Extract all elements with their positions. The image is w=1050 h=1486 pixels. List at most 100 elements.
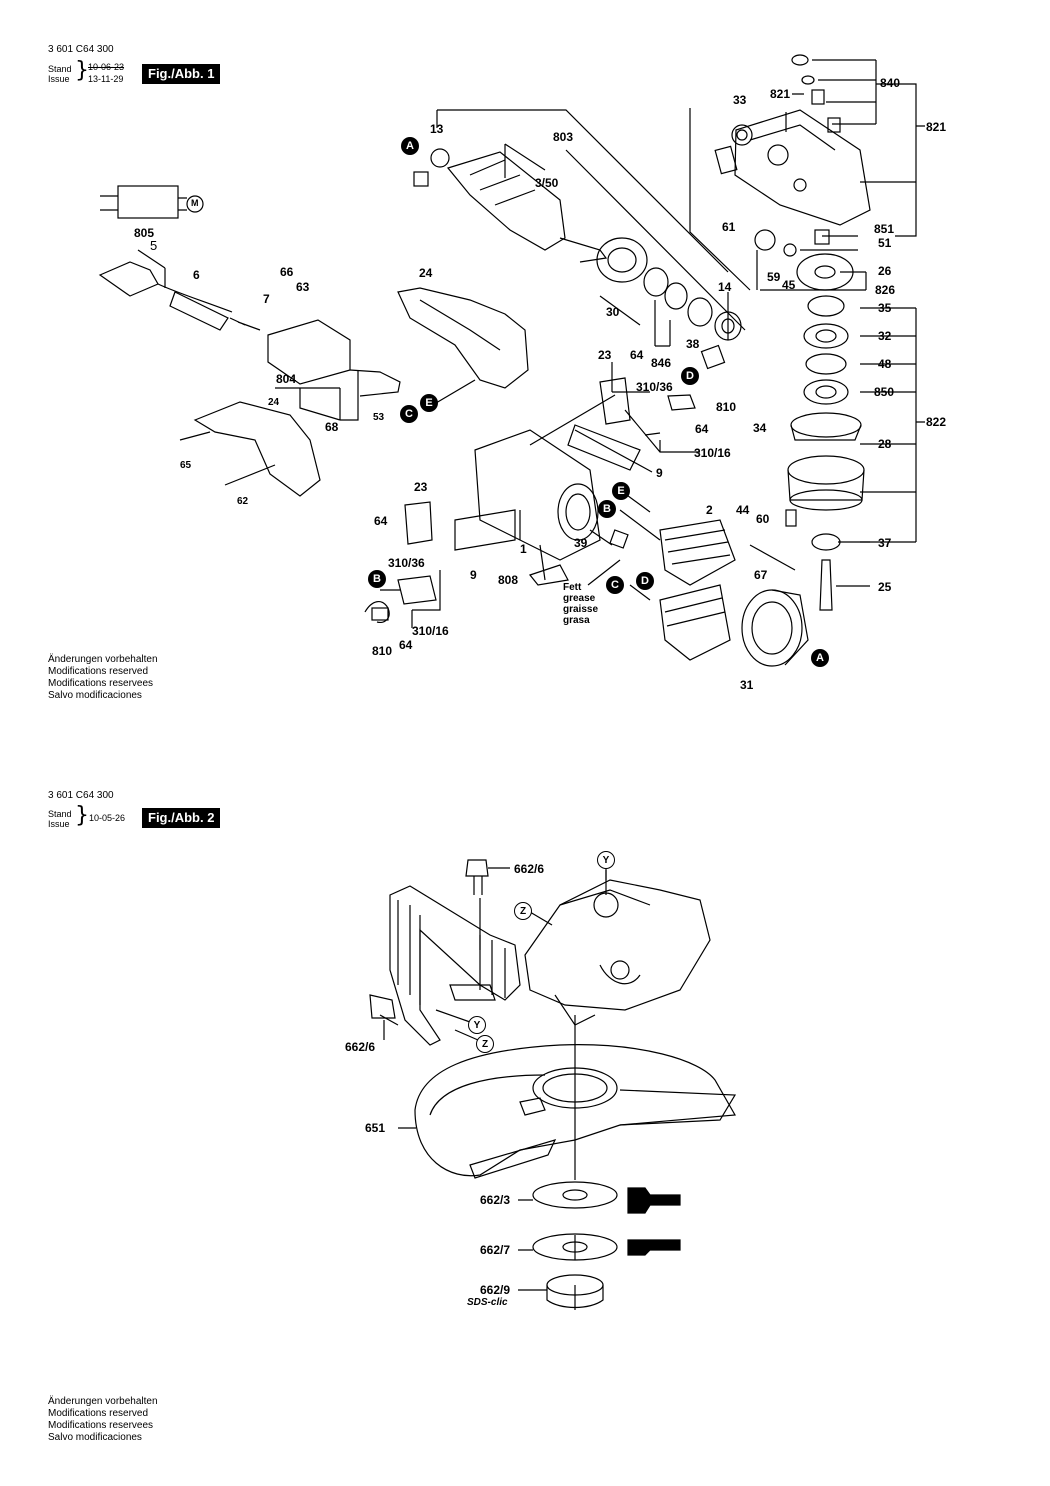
label-45: 45 bbox=[782, 278, 796, 292]
label-310-16-lower: 310/16 bbox=[412, 624, 449, 638]
label-821-right: 821 bbox=[926, 120, 947, 134]
label-2: 2 bbox=[706, 503, 713, 517]
note-en: Modifications reserved bbox=[48, 666, 149, 677]
marker-c-right: C bbox=[606, 576, 624, 594]
label-31: 31 bbox=[740, 678, 754, 692]
part-number-fig1: 3 601 C64 300 bbox=[48, 44, 114, 55]
issue-label-fig1: Issue bbox=[48, 74, 70, 84]
marker-z-upper: Z bbox=[514, 902, 532, 920]
label-9-upper: 9 bbox=[656, 466, 663, 480]
label-5: 5 bbox=[150, 238, 158, 253]
label-51: 51 bbox=[878, 236, 892, 250]
label-662-6-lower: 662/6 bbox=[345, 1040, 376, 1054]
label-804: 804 bbox=[276, 372, 297, 386]
label-60: 60 bbox=[756, 512, 770, 526]
label-64-a: 64 bbox=[630, 348, 644, 362]
label-662-7: 662/7 bbox=[480, 1243, 511, 1257]
label-sds-clic: SDS-clic bbox=[467, 1297, 508, 1308]
label-64-d: 64 bbox=[399, 638, 413, 652]
label-3-50: 3/50 bbox=[535, 176, 559, 190]
label-662-9: 662/9 bbox=[480, 1283, 511, 1297]
label-651: 651 bbox=[365, 1121, 386, 1135]
disclaimer-fig2: Änderungen vorbehalten Modifications res… bbox=[48, 1396, 158, 1444]
label-310-16-upper: 310/16 bbox=[694, 446, 731, 460]
label-28: 28 bbox=[878, 437, 892, 451]
label-23-upper: 23 bbox=[598, 348, 612, 362]
stand-date-fig1: 10-06-23 bbox=[88, 62, 125, 72]
label-65: 65 bbox=[180, 460, 192, 471]
label-850: 850 bbox=[874, 385, 895, 399]
marker-e-right: E bbox=[612, 482, 630, 500]
label-67: 67 bbox=[754, 568, 768, 582]
label-310-36-upper: 310/36 bbox=[636, 380, 673, 394]
label-39: 39 bbox=[574, 536, 588, 550]
note-fr-2: Modifications reservees bbox=[48, 1420, 154, 1431]
brace-fig1: } bbox=[75, 58, 89, 83]
marker-y-lower: Y bbox=[468, 1016, 486, 1034]
grease-de: Fett bbox=[563, 582, 582, 593]
marker-y-upper: Y bbox=[597, 851, 615, 869]
grease-note: Fett grease graisse grasa bbox=[563, 582, 598, 626]
note-fr: Modifications reservees bbox=[48, 678, 154, 689]
marker-z-lower: Z bbox=[476, 1035, 494, 1053]
label-9-lower: 9 bbox=[470, 568, 477, 582]
figure-badge-1: Fig./Abb. 1 bbox=[142, 64, 221, 84]
motor-symbol: M bbox=[191, 198, 199, 208]
note-de-2: Änderungen vorbehalten bbox=[48, 1396, 158, 1407]
grease-en: grease bbox=[563, 593, 596, 604]
label-53: 53 bbox=[373, 412, 385, 423]
label-826: 826 bbox=[875, 283, 896, 297]
note-en-2: Modifications reserved bbox=[48, 1408, 149, 1419]
label-32: 32 bbox=[878, 329, 892, 343]
label-68: 68 bbox=[325, 420, 339, 434]
stand-label-fig1: Stand bbox=[48, 64, 72, 74]
label-23-lower: 23 bbox=[414, 480, 428, 494]
marker-b-upper: B bbox=[598, 500, 616, 518]
label-6: 6 bbox=[193, 268, 200, 282]
label-24-lower: 24 bbox=[268, 397, 280, 408]
marker-a-lower: A bbox=[811, 649, 829, 667]
disclaimer-fig1: Änderungen vorbehalten Modifications res… bbox=[48, 654, 158, 702]
label-61: 61 bbox=[722, 220, 736, 234]
label-33: 33 bbox=[733, 93, 747, 107]
note-de: Änderungen vorbehalten bbox=[48, 654, 158, 665]
label-37: 37 bbox=[878, 536, 892, 550]
label-26: 26 bbox=[878, 264, 892, 278]
marker-d-upper: D bbox=[681, 367, 699, 385]
label-62: 62 bbox=[237, 496, 249, 507]
marker-c-left: C bbox=[400, 405, 418, 423]
label-7: 7 bbox=[263, 292, 270, 306]
label-662-3: 662/3 bbox=[480, 1193, 511, 1207]
label-310-36-lower: 310/36 bbox=[388, 556, 425, 570]
brace-fig2: } bbox=[75, 803, 89, 828]
marker-d-lower: D bbox=[636, 572, 654, 590]
label-805: 805 bbox=[134, 226, 155, 240]
label-1: 1 bbox=[520, 542, 527, 556]
label-35: 35 bbox=[878, 301, 892, 315]
label-821-top: 821 bbox=[770, 87, 791, 101]
figure-badge-2: Fig./Abb. 2 bbox=[142, 808, 221, 828]
label-66: 66 bbox=[280, 265, 294, 279]
label-64-c: 64 bbox=[374, 514, 388, 528]
issue-date-fig1: 13-11-29 bbox=[88, 74, 124, 84]
label-25: 25 bbox=[878, 580, 892, 594]
label-64-b: 64 bbox=[695, 422, 709, 436]
stand-label-fig2: Stand bbox=[48, 809, 72, 819]
label-14: 14 bbox=[718, 280, 732, 294]
label-38: 38 bbox=[686, 337, 700, 351]
note-es-2: Salvo modificaciones bbox=[48, 1432, 142, 1443]
label-810-upper: 810 bbox=[716, 400, 737, 414]
label-30: 30 bbox=[606, 305, 620, 319]
label-808: 808 bbox=[498, 573, 519, 587]
label-822: 822 bbox=[926, 415, 947, 429]
note-es: Salvo modificaciones bbox=[48, 690, 142, 701]
label-13: 13 bbox=[430, 122, 444, 136]
label-840: 840 bbox=[880, 76, 901, 90]
label-810-lower: 810 bbox=[372, 644, 393, 658]
issue-label-fig2: Issue bbox=[48, 819, 70, 829]
label-24-upper: 24 bbox=[419, 266, 433, 280]
label-48: 48 bbox=[878, 357, 892, 371]
label-846: 846 bbox=[651, 356, 672, 370]
label-59: 59 bbox=[767, 270, 781, 284]
